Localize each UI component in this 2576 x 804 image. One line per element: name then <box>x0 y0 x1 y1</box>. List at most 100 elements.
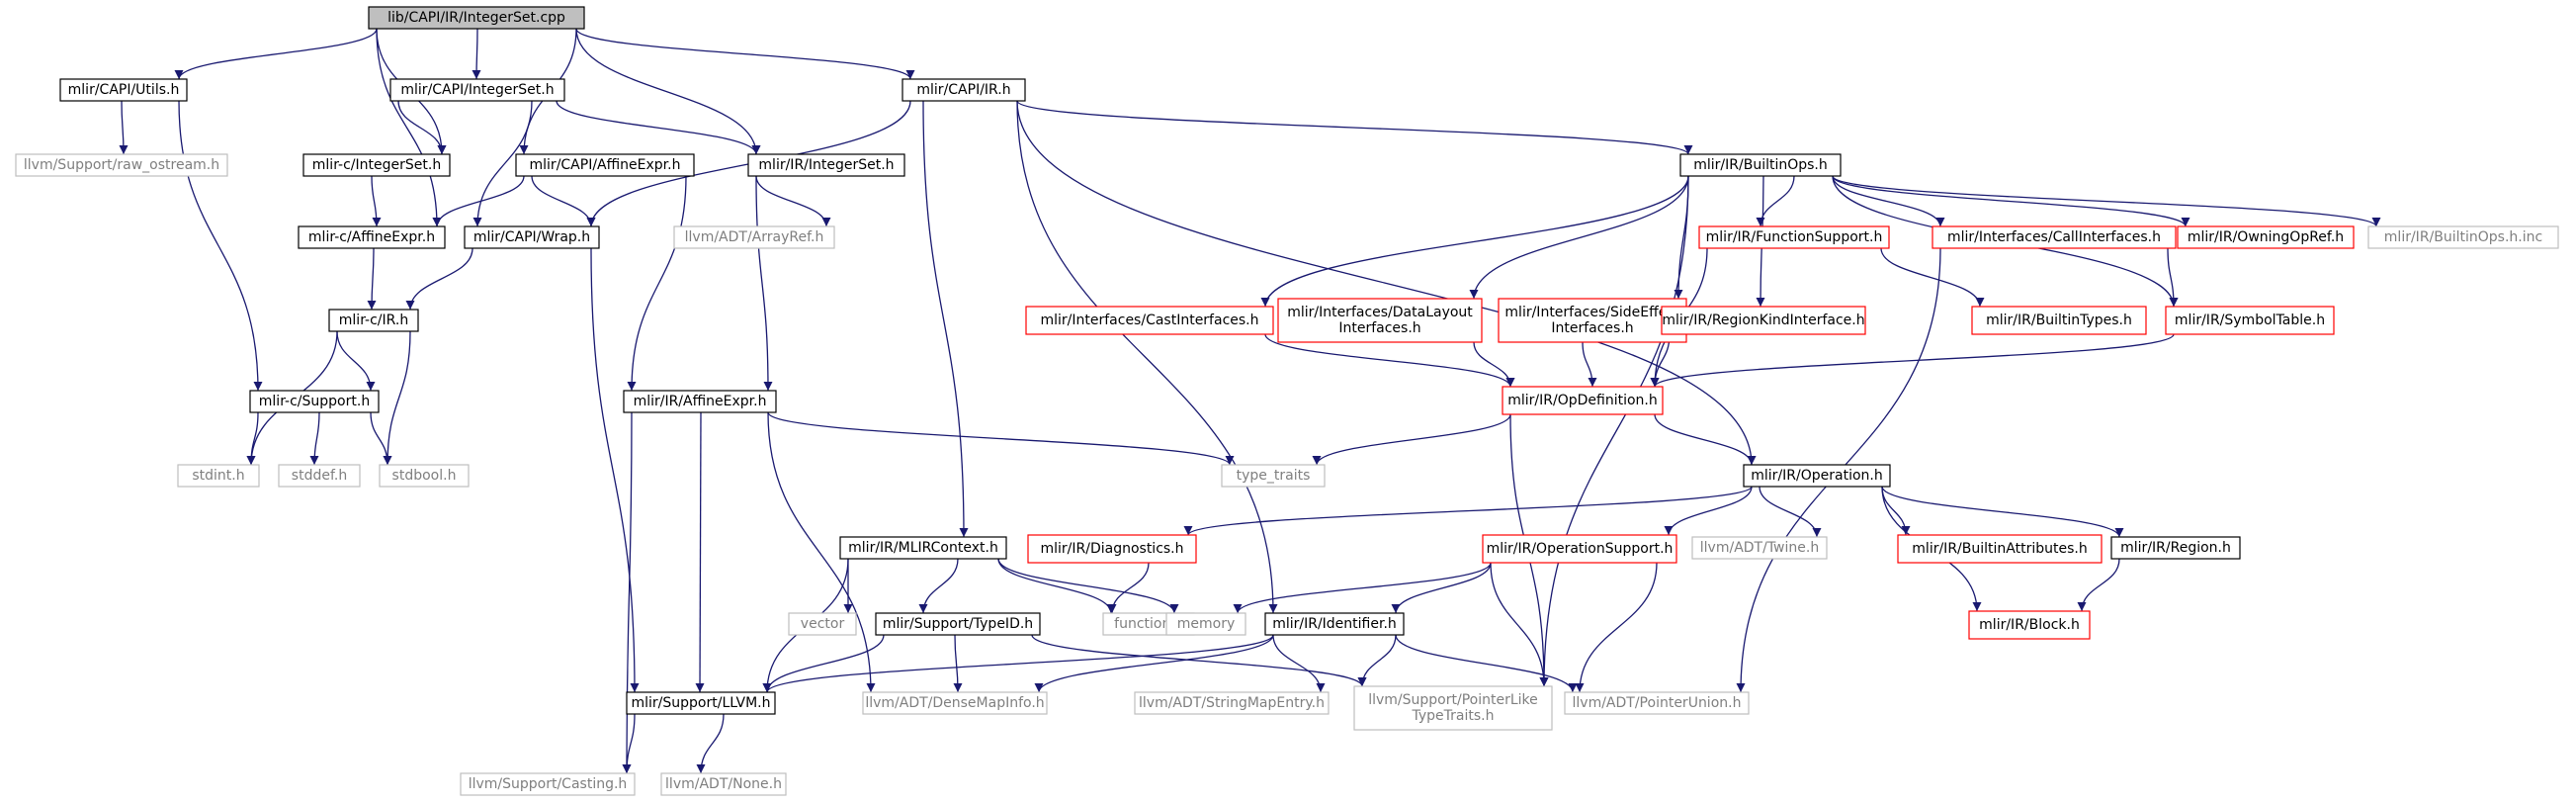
node-box <box>328 309 419 332</box>
include-edge-mlircontext-to-typeid <box>918 558 959 614</box>
file-node-builtin-attributes[interactable]: mlir/IR/BuiltinAttributes.h <box>1897 534 2103 564</box>
edge-path <box>1034 634 1274 693</box>
edge-path <box>1233 562 1492 614</box>
edge-path <box>1880 247 1985 308</box>
include-edge-ir-region-to-ir-block <box>2077 558 2120 612</box>
file-node-c-ir[interactable]: mlir-c/IR.h <box>328 309 419 332</box>
node-box <box>1564 691 1750 715</box>
edge-path <box>2167 247 2179 308</box>
node-label: mlir/IR/FunctionSupport.h <box>1706 229 1883 245</box>
file-node-ir-integerset[interactable]: mlir/IR/IntegerSet.h <box>747 153 905 177</box>
file-node-symbol-table[interactable]: mlir/IR/SymbolTable.h <box>2165 306 2335 335</box>
include-edge-capi-utils-to-raw-ostream <box>119 100 129 155</box>
node-label: stdbool.h <box>392 468 457 484</box>
node-label: mlir/IR/AffineExpr.h <box>634 394 767 409</box>
include-edge-ir-builtinops-to-function-support <box>1756 175 1795 227</box>
node-box <box>59 78 188 102</box>
node-label: llvm/ADT/StringMapEntry.h <box>1139 695 1325 711</box>
node-label: llvm/ADT/ArrayRef.h <box>685 229 824 245</box>
node-box <box>660 772 787 796</box>
node-label: llvm/ADT/None.h <box>665 776 782 792</box>
node-label: mlir/IR/Diagnostics.h <box>1040 541 1183 557</box>
file-node-builtin-types[interactable]: mlir/IR/BuiltinTypes.h <box>1971 306 2147 335</box>
edge-path <box>1016 100 1757 466</box>
node-label: mlir/IR/Identifier.h <box>1272 616 1397 632</box>
include-edge-ir-builtinops-to-call-interfaces <box>1832 175 1945 227</box>
include-edge-call-interfaces-to-symbol-table <box>2167 247 2179 308</box>
node-box <box>368 6 585 30</box>
edge-path <box>1016 100 1278 614</box>
node-label: mlir/IR/Block.h <box>1979 617 2080 633</box>
node-label: mlir/IR/RegionKindInterface.h <box>1662 313 1864 328</box>
edge-path <box>1490 562 1549 687</box>
node-label: mlir/IR/OpDefinition.h <box>1507 393 1657 408</box>
file-node-owning-opref[interactable]: mlir/IR/OwningOpRef.h <box>2177 225 2355 249</box>
include-edge-datalayout-interfaces-to-op-definition <box>1473 341 1515 388</box>
file-node-c-affineexpr[interactable]: mlir-c/AffineExpr.h <box>298 225 446 249</box>
node-box <box>1698 225 1890 249</box>
file-node-casting: llvm/Support/Casting.h <box>460 772 636 796</box>
node-label: llvm/Support/PointerLike <box>1368 692 1538 708</box>
edge-path <box>755 175 831 227</box>
file-node-c-integerset[interactable]: mlir-c/IntegerSet.h <box>302 153 451 177</box>
file-node-capi-ir[interactable]: mlir/CAPI/IR.h <box>902 78 1026 102</box>
edge-path <box>405 247 473 311</box>
file-node-capi-wrap[interactable]: mlir/CAPI/Wrap.h <box>464 225 600 249</box>
edge-path <box>1881 486 2124 538</box>
include-edge-ir-builtinops-to-builtinops-inc <box>1832 175 2381 227</box>
edge-path <box>397 100 447 155</box>
file-node-function-support[interactable]: mlir/IR/FunctionSupport.h <box>1698 225 1890 249</box>
file-node-capi-affineexpr[interactable]: mlir/CAPI/AffineExpr.h <box>515 153 695 177</box>
file-node-ir-region[interactable]: mlir/IR/Region.h <box>2110 536 2241 560</box>
node-box <box>302 153 451 177</box>
node-box <box>177 464 260 488</box>
include-edge-ir-affineexpr-to-densemapinfo <box>767 411 876 693</box>
edge-path <box>1357 634 1397 687</box>
edge-path <box>1260 175 1689 308</box>
file-node-ir-affineexpr[interactable]: mlir/IR/AffineExpr.h <box>623 390 777 413</box>
file-node-op-definition[interactable]: mlir/IR/OpDefinition.h <box>1502 386 1664 415</box>
node-label: llvm/ADT/DenseMapInfo.h <box>865 695 1044 711</box>
file-node-ir-operation[interactable]: mlir/IR/Operation.h <box>1743 464 1891 488</box>
node-label: mlir/IR/IntegerSet.h <box>758 157 894 173</box>
file-node-regionkind[interactable]: mlir/IR/RegionKindInterface.h <box>1661 306 1866 335</box>
edge-path <box>309 411 320 466</box>
file-node-diagnostics[interactable]: mlir/IR/Diagnostics.h <box>1027 534 1197 564</box>
include-edge-identifier-to-pointerunion <box>1395 634 1578 693</box>
node-box <box>1691 536 1828 560</box>
file-node-root[interactable]: lib/CAPI/IR/IntegerSet.cpp <box>368 6 585 30</box>
file-node-mlircontext[interactable]: mlir/IR/MLIRContext.h <box>839 536 1007 560</box>
node-box <box>278 464 361 488</box>
include-edge-ir-affineexpr-to-support-llvm <box>695 411 705 693</box>
file-node-capi-utils[interactable]: mlir/CAPI/Utils.h <box>59 78 188 102</box>
file-node-support-llvm[interactable]: mlir/Support/LLVM.h <box>626 691 776 715</box>
file-node-capi-integerset[interactable]: mlir/CAPI/IntegerSet.h <box>389 78 565 102</box>
file-node-ir-builtinops[interactable]: mlir/IR/BuiltinOps.h <box>1679 153 1842 177</box>
edge-path <box>1756 175 1795 227</box>
file-node-call-interfaces[interactable]: mlir/Interfaces/CallInterfaces.h <box>1932 225 2177 249</box>
include-edge-root-to-c-affineexpr <box>376 28 442 227</box>
node-label: mlir/IR/Region.h <box>2120 540 2231 556</box>
node-label: mlir-c/IR.h <box>339 313 408 328</box>
include-edge-capi-ir-to-ir-operation <box>1016 100 1757 466</box>
include-edge-identifier-to-densemapinfo <box>1034 634 1274 693</box>
file-node-identifier[interactable]: mlir/IR/Identifier.h <box>1264 612 1405 636</box>
include-edge-typeid-to-support-llvm <box>762 634 885 693</box>
node-label: mlir/Interfaces/SideEffect <box>1504 305 1680 320</box>
node-label: lib/CAPI/IR/IntegerSet.cpp <box>387 10 565 26</box>
node-box <box>626 691 776 715</box>
file-node-c-support[interactable]: mlir-c/Support.h <box>249 390 380 413</box>
file-node-typeid[interactable]: mlir/Support/TypeID.h <box>875 612 1041 636</box>
edge-path <box>531 175 596 227</box>
edge-path <box>376 28 442 227</box>
include-edge-c-ir-to-c-support <box>336 330 376 392</box>
node-label: llvm/Support/raw_ostream.h <box>24 157 219 173</box>
file-node-operation-support[interactable]: mlir/IR/OperationSupport.h <box>1482 534 1677 564</box>
include-edge-mlircontext-to-functional <box>997 558 1116 614</box>
include-edge-symbol-table-to-op-definition <box>1650 333 2175 388</box>
include-edge-operation-support-to-memory <box>1233 562 1492 614</box>
file-node-cast-interfaces[interactable]: mlir/Interfaces/CastInterfaces.h <box>1025 306 1274 335</box>
file-node-ir-block[interactable]: mlir/IR/Block.h <box>1968 610 2091 640</box>
